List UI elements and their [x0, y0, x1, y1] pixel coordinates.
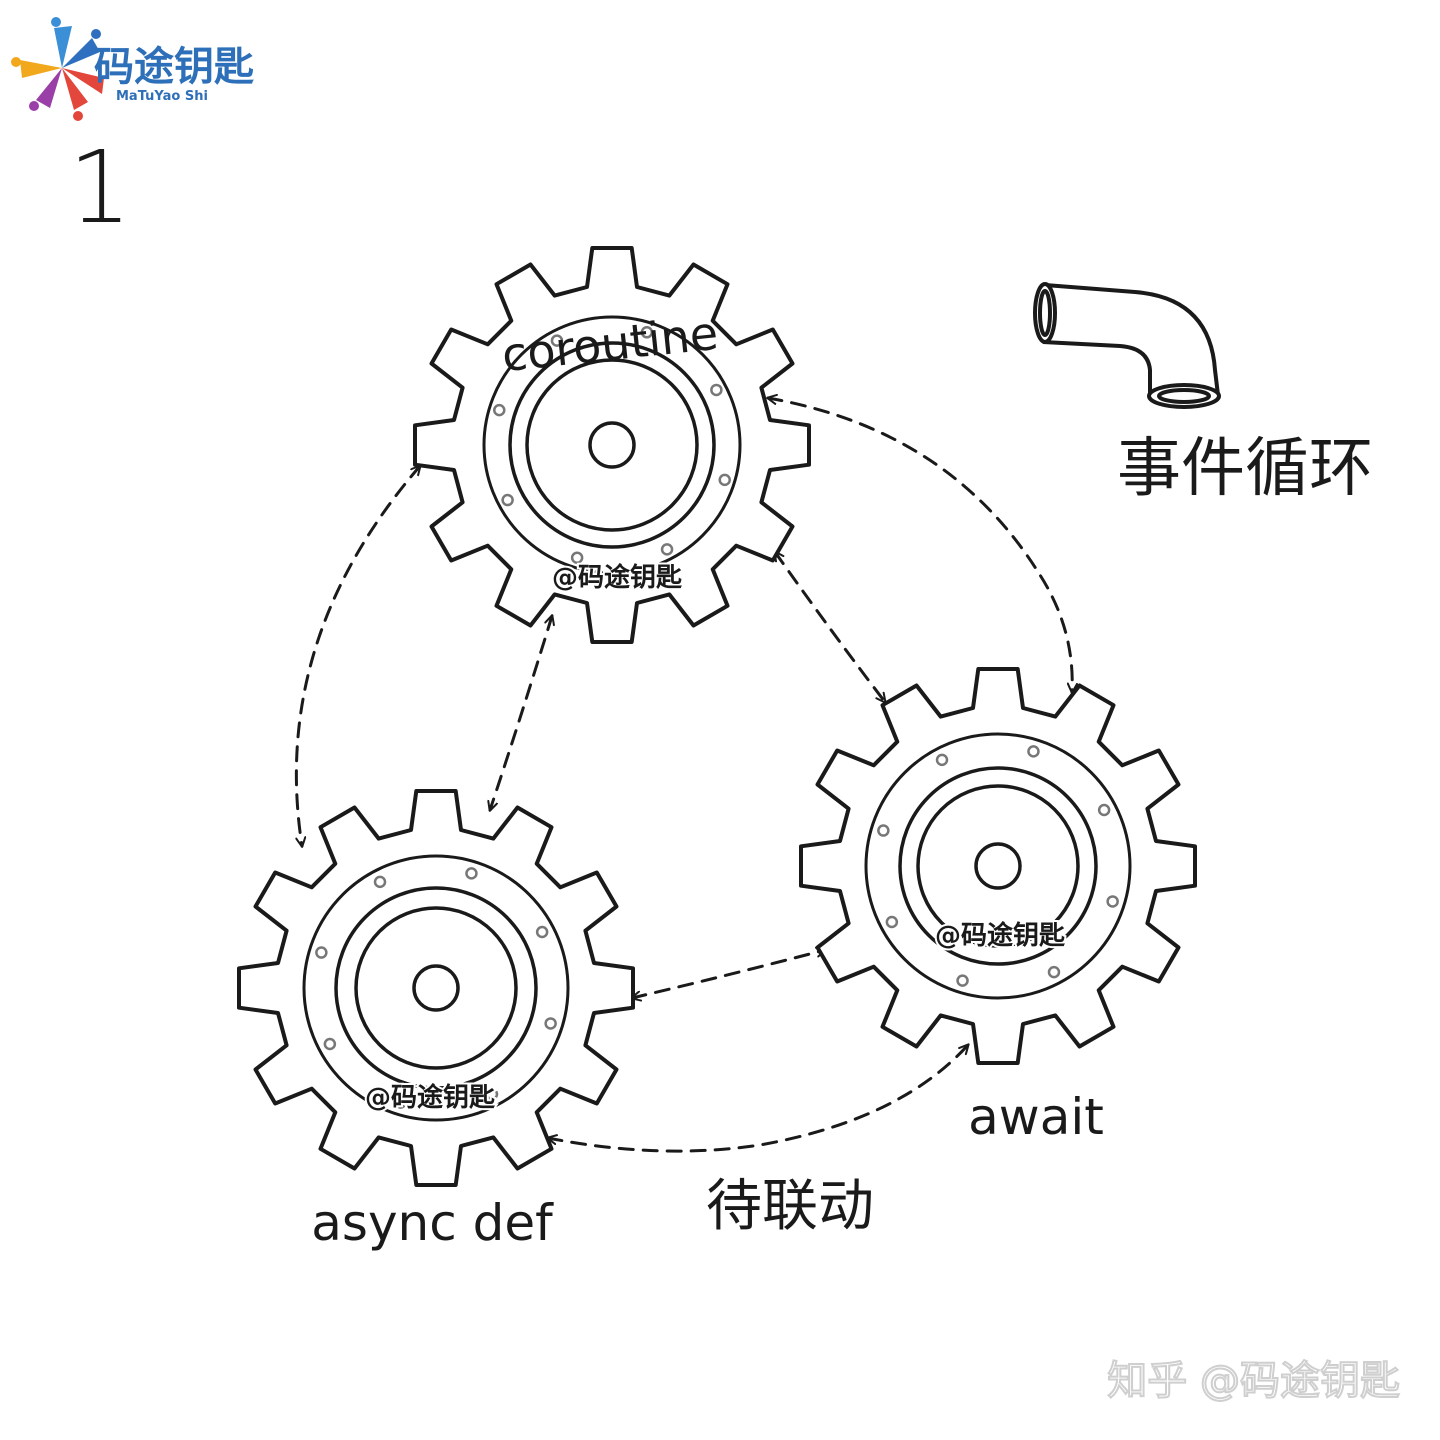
gear-ring	[525, 358, 699, 532]
gear-bolt	[885, 915, 899, 929]
brand-name-en: MaTuYao Shi	[116, 89, 208, 104]
gear-bolt	[956, 974, 969, 987]
gear-bolt	[315, 946, 328, 959]
gear-async-def	[237, 789, 635, 1187]
gear-bolt	[1047, 965, 1061, 979]
gear-bolt	[535, 925, 549, 939]
slide-number: 1	[68, 129, 132, 246]
elbow-pipe-icon	[1033, 282, 1221, 409]
gear-ring	[482, 315, 742, 575]
gear-bolt	[550, 334, 564, 347]
watermark-async-def: @码途钥匙	[365, 1082, 496, 1113]
connectors	[294, 398, 1072, 1153]
gear-coroutine	[413, 246, 811, 644]
gear-bolt	[1027, 745, 1040, 758]
gear-bolt	[1106, 895, 1119, 908]
event-loop-label: 事件循环	[1117, 432, 1373, 506]
gear-await	[799, 667, 1197, 1065]
gear-ring	[334, 886, 538, 1090]
gear-hub	[412, 964, 460, 1012]
gear-bolt	[485, 1087, 499, 1101]
gear-hub	[974, 842, 1022, 890]
gear-ring	[898, 766, 1098, 966]
watermark-coroutine: @码途钥匙	[552, 562, 683, 593]
gear-bolt	[501, 493, 514, 507]
gear-bolt	[394, 1096, 407, 1109]
gear-bolt	[640, 326, 654, 339]
gear-bolt	[544, 1017, 557, 1030]
gear-bolt	[660, 543, 674, 556]
watermark-await: @码途钥匙	[935, 920, 1066, 951]
link-coroutine-async	[294, 466, 420, 846]
gear-ring	[508, 341, 716, 549]
link-async-await-middle	[632, 950, 825, 998]
await-label: await	[968, 1088, 1104, 1146]
gear-bolt	[935, 753, 949, 767]
gear-bolt	[570, 551, 584, 564]
gear-ring	[302, 854, 570, 1122]
gear-bolt	[493, 403, 506, 417]
gear-bolt	[1097, 803, 1111, 817]
pinwheel-icon	[11, 17, 104, 121]
gear-bolt	[465, 867, 478, 880]
brand-name-zh: 码途钥匙	[94, 44, 254, 90]
link-async-await-bottom	[548, 1045, 968, 1153]
gear-bolt	[323, 1037, 337, 1051]
gear-hub	[588, 421, 636, 469]
gear-bolt	[710, 383, 723, 397]
gear-ring	[864, 732, 1132, 1000]
brand-logo: 码途钥匙 MaTuYao Shi	[11, 17, 254, 121]
gear-ring	[916, 784, 1080, 948]
footer-watermark: 知乎 @码途钥匙	[1107, 1358, 1400, 1404]
link-coroutine-await-outer	[768, 398, 1072, 692]
pending-link-label: 待联动	[706, 1174, 874, 1239]
gear-bolt	[373, 875, 387, 889]
link-coroutine-await-inner	[775, 552, 885, 702]
async-def-label: async def	[311, 1194, 554, 1252]
gear-bolt	[718, 473, 731, 487]
gear-bolt	[877, 824, 890, 837]
link-coroutine-async-inner	[490, 616, 552, 810]
gear-ring	[354, 906, 518, 1070]
